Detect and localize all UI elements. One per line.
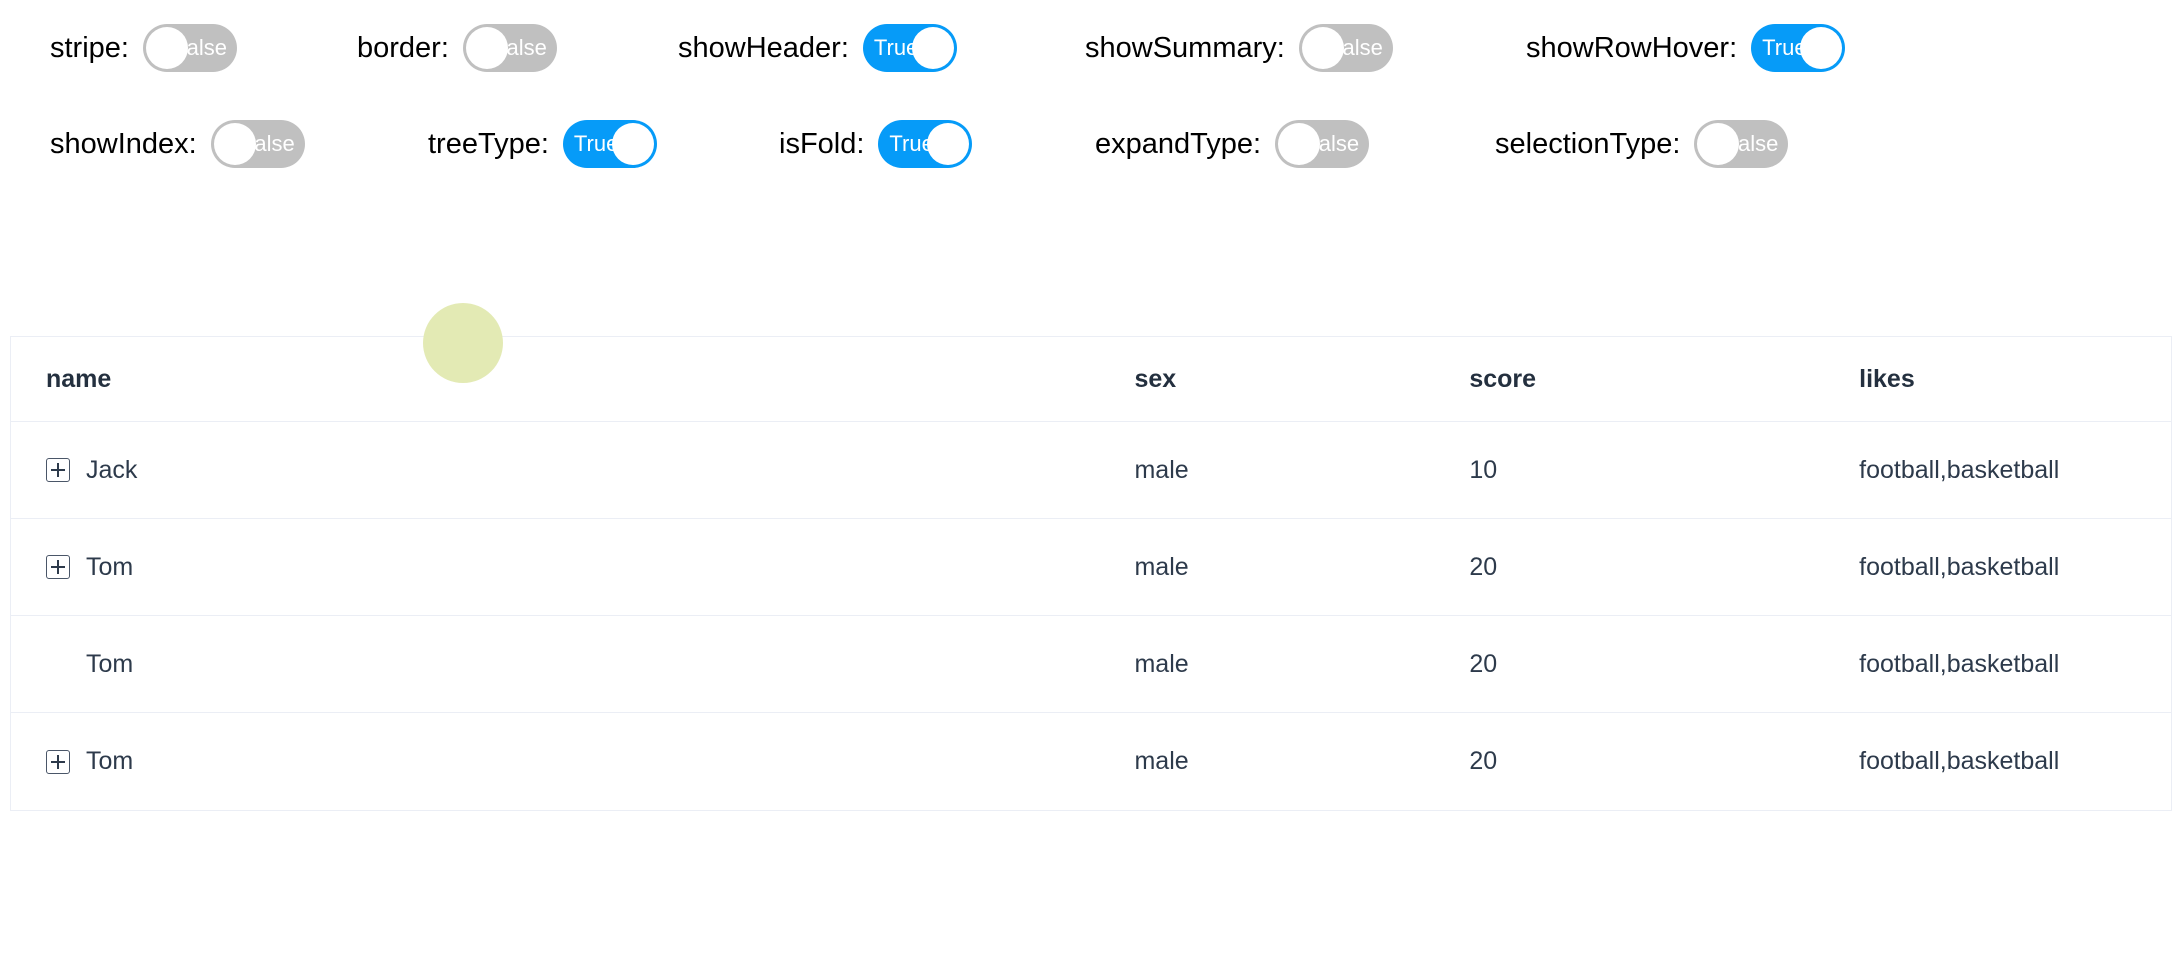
toggle-knob <box>911 27 954 69</box>
toggle-switch-expandtype[interactable]: False <box>1275 120 1370 168</box>
toggle-switch-selectiontype[interactable]: False <box>1694 120 1789 168</box>
cell-name: Tom <box>11 652 1134 677</box>
control-label: showSummary: <box>1085 31 1285 64</box>
toggle-switch-treetype[interactable]: True <box>562 120 657 168</box>
toggle-switch-showindex[interactable]: False <box>210 120 305 168</box>
table-row[interactable]: Tom male 20 football,basketball <box>11 519 2171 616</box>
control-group-showsummary: showSummary: False <box>1085 24 1393 72</box>
toggle-switch-stripe[interactable]: False <box>142 24 237 72</box>
cell-score: 20 <box>1469 552 1498 581</box>
cell-likes: football,basketball <box>1859 455 2060 484</box>
toggle-switch-showrowhover[interactable]: True <box>1751 24 1846 72</box>
data-table: name sex score likes Jack male 10 football,… <box>10 336 2172 811</box>
control-group-showrowhover: showRowHover: True <box>1526 24 1846 72</box>
control-group-expandtype: expandType: False <box>1095 120 1370 168</box>
toggle-knob <box>145 27 188 69</box>
table-row[interactable]: Tom male 20 football,basketball <box>11 713 2171 810</box>
toggle-knob <box>213 123 256 165</box>
control-label: stripe: <box>50 31 129 64</box>
cell-sex: male <box>1134 455 1189 484</box>
cell-likes: football,basketball <box>1859 552 2060 581</box>
toggle-knob <box>927 123 970 165</box>
cell-score: 20 <box>1469 747 1498 775</box>
toggle-knob <box>465 27 508 69</box>
control-label: expandType: <box>1095 127 1262 160</box>
control-label: border: <box>357 31 449 64</box>
control-label: showRowHover: <box>1526 31 1738 64</box>
control-group-border: border: False <box>357 24 557 72</box>
cell-sex: male <box>1134 649 1189 678</box>
toggle-switch-border[interactable]: False <box>462 24 557 72</box>
name-text: Tom <box>86 651 134 677</box>
cell-likes: football,basketball <box>1859 747 2060 775</box>
cell-sex: male <box>1134 747 1189 775</box>
control-label: isFold: <box>779 127 865 160</box>
toggle-switch-showheader[interactable]: True <box>862 24 957 72</box>
control-group-treetype: treeType: True <box>428 120 657 168</box>
control-group-stripe: stripe: False <box>50 24 237 72</box>
expand-plus-icon[interactable] <box>46 458 70 482</box>
control-label: showHeader: <box>678 31 849 64</box>
table-row[interactable]: Tom male 20 football,basketball <box>11 616 2171 713</box>
control-label: showIndex: <box>50 127 197 160</box>
control-label: selectionType: <box>1495 127 1681 160</box>
control-group-isfold: isFold: True <box>779 120 973 168</box>
name-text: Tom <box>86 554 134 580</box>
name-text: Jack <box>86 457 138 483</box>
expand-plus-icon[interactable] <box>46 555 70 579</box>
toggle-switch-isfold[interactable]: True <box>878 120 973 168</box>
expand-plus-icon[interactable] <box>46 749 70 774</box>
cell-name: Tom <box>11 555 1134 580</box>
toggle-switch-showsummary[interactable]: False <box>1298 24 1393 72</box>
cell-score: 10 <box>1469 455 1498 484</box>
control-label: treeType: <box>428 127 549 160</box>
column-header-score[interactable]: score <box>1469 364 1537 393</box>
control-row-2: showIndex: False treeType: True isFold: True e… <box>0 96 2180 192</box>
toggle-knob <box>1278 123 1321 165</box>
cell-name: Jack <box>11 458 1134 483</box>
table-header-row: name sex score likes <box>11 337 2171 422</box>
cell-likes: football,basketball <box>1859 649 2060 678</box>
toggle-knob <box>1301 27 1344 69</box>
control-group-showindex: showIndex: False <box>50 120 305 168</box>
cell-name: Tom <box>11 749 1134 774</box>
control-group-selectiontype: selectionType: False <box>1495 120 1789 168</box>
control-group-showheader: showHeader: True <box>678 24 957 72</box>
cell-score: 20 <box>1469 649 1498 678</box>
toggle-knob <box>1697 123 1740 165</box>
column-header-name[interactable]: name <box>46 364 112 393</box>
name-text: Tom <box>86 749 134 774</box>
column-header-likes[interactable]: likes <box>1859 364 1915 393</box>
cell-sex: male <box>1134 552 1189 581</box>
column-header-sex[interactable]: sex <box>1134 364 1177 393</box>
table-row[interactable]: Jack male 10 football,basketball <box>11 422 2171 519</box>
toggle-knob <box>1800 27 1843 69</box>
toggle-knob <box>611 123 654 165</box>
